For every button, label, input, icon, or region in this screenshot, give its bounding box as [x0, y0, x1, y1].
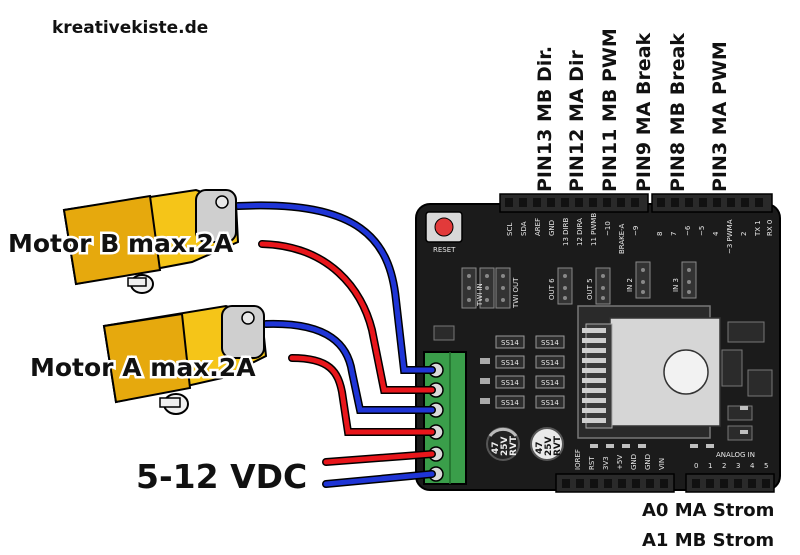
silk-a3: 3 — [736, 462, 740, 470]
diode-label: SS14 — [541, 399, 559, 407]
pin-label-13: PIN13 MB Dir. — [534, 46, 556, 192]
silk-out5: OUT 5 — [586, 278, 594, 300]
top-header-pins — [505, 198, 763, 207]
silk-10: ~10 — [604, 221, 612, 236]
silk-a2: 2 — [722, 462, 726, 470]
small-chip — [433, 325, 455, 341]
silk-tx: TX 1 — [754, 220, 762, 237]
silk-aref: AREF — [534, 218, 542, 236]
cap2-label-1: 47 — [535, 441, 545, 454]
motor-shield-board: SCL SDA AREF GND 13 DIRB 12 DIRA 11 PWMB… — [415, 193, 781, 493]
reset-label: RESET — [433, 246, 456, 254]
silk-13: 13 DIRB — [562, 218, 570, 246]
silk-sda: SDA — [520, 221, 528, 236]
cap2-label-2: 25V — [544, 436, 554, 456]
smd-components — [590, 406, 748, 448]
cap1-label-3: RVT — [509, 435, 519, 456]
pin-label-12: PIN12 MA Dir — [566, 50, 588, 192]
motor-b-label: Motor B max.2A — [8, 229, 234, 258]
silk-twi-out: TWI OUT — [512, 277, 520, 309]
bottom-header-power — [555, 473, 675, 493]
silk-gnd: GND — [548, 220, 556, 236]
diode-label: SS14 — [501, 359, 519, 367]
cap2-label-3: RVT — [553, 435, 563, 456]
cap1-label-1: 47 — [491, 441, 501, 454]
silk-gnd-1: GND — [630, 454, 638, 470]
silk-rst: RST — [588, 456, 596, 470]
silk-9: ~9 — [632, 226, 640, 236]
silk-11: 11 PWMB — [590, 213, 598, 246]
motor-b — [62, 188, 240, 294]
silk-a0: 0 — [694, 462, 698, 470]
silk-8: 8 — [656, 232, 664, 236]
motor-a — [102, 304, 268, 415]
silk-brake-a: BRAKE-A — [618, 223, 626, 254]
silk-in2: IN 2 — [626, 278, 634, 292]
silk-scl: SCL — [506, 223, 514, 236]
silk-6: ~6 — [684, 225, 692, 236]
silk-a4: 4 — [750, 462, 755, 470]
silk-5v: +5V — [616, 455, 624, 470]
wires — [234, 201, 436, 488]
pin-label-8: PIN8 MB Break — [667, 33, 689, 192]
reset-button[interactable] — [425, 211, 463, 243]
diode-label: SS14 — [541, 359, 559, 367]
silk-3: ~3 PWMA — [726, 219, 734, 254]
silk-a1: 1 — [708, 462, 712, 470]
pin-label-3: PIN3 MA PWM — [709, 41, 731, 192]
capacitor-1 — [486, 427, 520, 461]
silk-a5: 5 — [764, 462, 768, 470]
small-chip — [747, 369, 773, 397]
silk-gnd-2: GND — [644, 454, 652, 470]
site-name: kreativekiste.de — [52, 18, 209, 38]
motor-a-label: Motor A max.2A — [30, 353, 256, 382]
analog-label-a1: A1 MB Strom — [642, 530, 775, 551]
silk-5: ~5 — [698, 226, 706, 236]
diode-label: SS14 — [501, 399, 519, 407]
silk-3v3: 3V3 — [602, 456, 610, 470]
silk-analog-in: ANALOG IN — [716, 451, 755, 459]
capacitor-2 — [530, 427, 564, 461]
silk-rx: RX 0 — [766, 220, 774, 236]
diode-array — [495, 335, 565, 409]
pin-label-11: PIN11 MB PWM — [599, 28, 621, 192]
pin-label-9: PIN9 MA Break — [633, 32, 655, 192]
silk-2: 2 — [740, 232, 748, 236]
small-chip — [727, 321, 765, 343]
silk-in3: IN 3 — [672, 278, 680, 292]
diode-label: SS14 — [541, 339, 559, 347]
pin-labels: PIN13 MB Dir. PIN12 MA Dir PIN11 MB PWM … — [534, 28, 731, 192]
diode-label: SS14 — [501, 379, 519, 387]
cap1-label-2: 25V — [500, 436, 510, 456]
silk-4: 4 — [712, 231, 720, 236]
diode-label: SS14 — [541, 379, 559, 387]
analog-label-a0: A0 MA Strom — [642, 500, 775, 521]
silk-out6: OUT 6 — [548, 278, 556, 300]
silk-twi-in: TWI IN — [476, 283, 484, 307]
silk-vin: VIN — [658, 458, 666, 470]
silk-12: 12 DIRA — [576, 218, 584, 246]
top-header-right — [651, 193, 773, 213]
l298-driver-chip — [577, 305, 721, 439]
silk-ioref: IOREF — [574, 449, 582, 470]
small-chip — [721, 349, 743, 387]
silk-7: 7 — [670, 232, 678, 236]
power-label: 5-12 VDC — [136, 457, 307, 496]
diode-label: SS14 — [501, 339, 519, 347]
